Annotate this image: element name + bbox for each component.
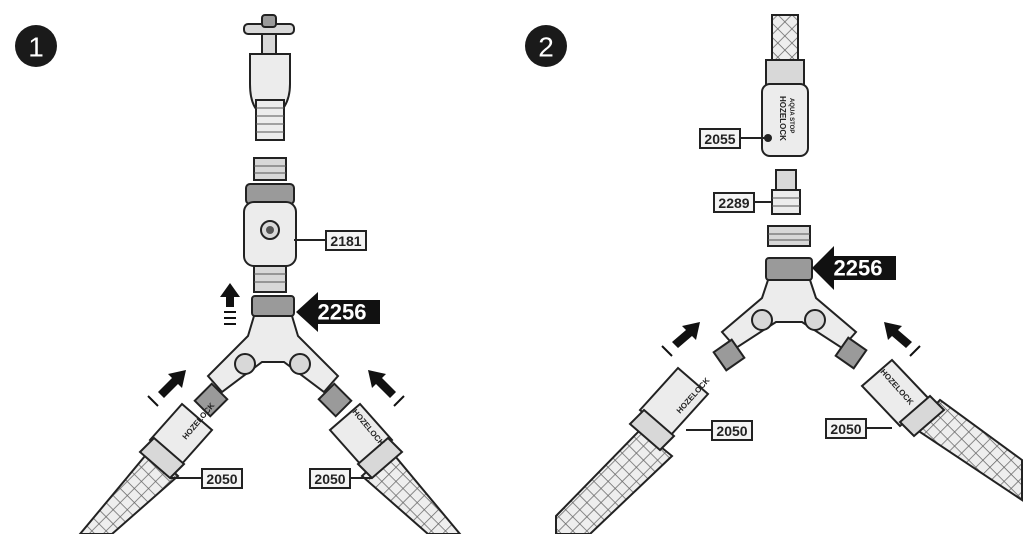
tap-connector-2289: 2289 xyxy=(713,169,801,215)
up-arrow-icon xyxy=(220,283,240,325)
part-label-2050: 2050 xyxy=(830,421,861,437)
diagonal-arrow-icon xyxy=(884,322,921,357)
aquastop-connector-2055: HOZELOCK AQUA STOP 2055 xyxy=(699,14,809,157)
step-1-panel: 1 2181 xyxy=(15,14,462,534)
part-label-2050: 2050 xyxy=(206,471,237,487)
diagonal-arrow-icon xyxy=(661,322,700,357)
part-label-2256: 2256 xyxy=(834,256,883,281)
brand-text: HOZELOCK xyxy=(778,96,787,141)
hose-left: HOZELOCK 2050 xyxy=(555,366,753,534)
shutoff-valve-2181: 2181 xyxy=(243,157,367,293)
part-label-2181: 2181 xyxy=(330,233,361,249)
y-connector-2256 xyxy=(712,225,868,372)
diagonal-arrow-icon xyxy=(368,370,405,407)
part-label-2050: 2050 xyxy=(314,471,345,487)
hose-right: HOZELOCK 2050 xyxy=(309,402,462,534)
sub-brand-text: AQUA STOP xyxy=(788,98,794,133)
part-callout-2256: 2256 xyxy=(296,292,380,332)
garden-tap xyxy=(243,14,295,141)
diagonal-arrow-icon xyxy=(147,370,186,407)
part-label-2289: 2289 xyxy=(718,195,749,211)
part-label-2055: 2055 xyxy=(704,131,735,147)
hose-left: HOZELOCK 2050 xyxy=(78,401,243,534)
step-number: 1 xyxy=(28,32,44,63)
step-2-badge: 2 xyxy=(525,25,567,67)
part-label-2050: 2050 xyxy=(716,423,747,439)
y-connector-2256 xyxy=(193,295,353,418)
step-2-panel: 2 HOZELOCK AQUA STOP 2055 2289 xyxy=(525,14,1023,534)
step-1-badge: 1 xyxy=(15,25,57,67)
part-label-2256: 2256 xyxy=(318,300,367,325)
part-callout-2256: 2256 xyxy=(812,246,896,290)
hose-right: HOZELOCK 2050 xyxy=(825,358,1023,502)
step-number: 2 xyxy=(538,32,554,63)
